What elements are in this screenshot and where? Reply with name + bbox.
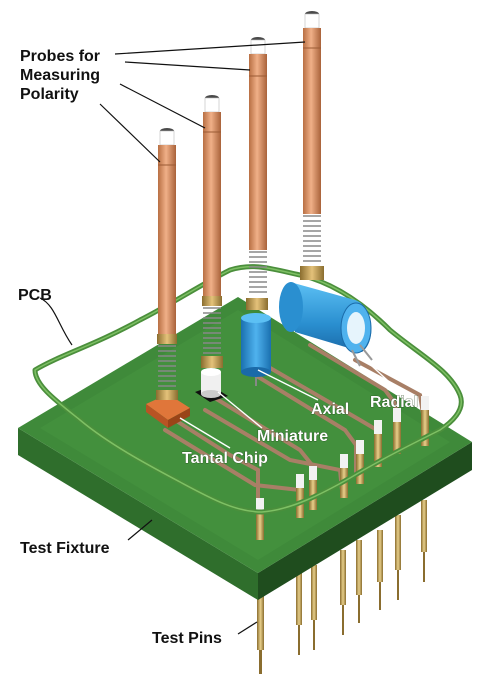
radial-cap-back: [279, 282, 303, 332]
axial-cap-bottom: [241, 367, 271, 377]
axial-label: Axial: [311, 401, 349, 418]
miniature-label: Miniature: [257, 428, 328, 445]
probe-collar: [157, 334, 177, 344]
tantal-chip-label: Tantal Chip: [182, 450, 268, 467]
pin-top-white: [340, 454, 348, 468]
test-fixture-label: Test Fixture: [20, 540, 110, 557]
axial-cap-body: [241, 318, 271, 372]
probes-label-line1: Probes for: [20, 48, 100, 65]
axial-cap-top: [241, 313, 271, 323]
miniature-body-top: [201, 368, 221, 376]
pin-top-white: [374, 420, 382, 434]
pin-top-white: [309, 466, 317, 480]
probe-body: [249, 54, 267, 250]
probes-leader: [120, 84, 205, 128]
test-pin: [311, 565, 317, 620]
probe-4: [300, 11, 324, 280]
probes-label-line3: Polarity: [20, 86, 79, 103]
probe-tip: [160, 131, 174, 145]
pcb-leader: [40, 298, 72, 345]
pin-top-white: [421, 396, 429, 410]
test-pin-tip: [358, 595, 360, 623]
probe-tip: [205, 98, 219, 112]
test-pin: [296, 570, 302, 625]
probe-spring: [303, 216, 321, 261]
probe-body: [303, 28, 321, 214]
test-pin-tip: [259, 650, 262, 674]
probe-body: [158, 145, 176, 340]
probe-tip: [251, 40, 265, 54]
miniature-body-bottom: [201, 390, 221, 398]
test-pins-leader: [238, 622, 257, 634]
probe-base: [156, 390, 178, 400]
probes-leader: [100, 104, 160, 162]
test-pin: [395, 515, 401, 570]
pin-top-white: [296, 474, 304, 488]
test-pin-tip: [397, 570, 399, 600]
test-pin: [377, 530, 383, 582]
probe-body: [203, 112, 221, 302]
test-pin-tip: [379, 582, 381, 610]
probe-spring: [249, 252, 267, 292]
probes-leader: [125, 62, 250, 70]
test-pin-tip: [423, 552, 425, 582]
test-pin-tip: [342, 605, 344, 635]
test-pin: [340, 550, 346, 605]
probe-collar: [202, 296, 222, 306]
probes-label-line2: Measuring: [20, 67, 100, 84]
test-pin: [356, 540, 362, 595]
pin-top-white: [356, 440, 364, 454]
test-pins-label: Test Pins: [152, 630, 222, 647]
test-pin: [421, 500, 427, 552]
radial-cap-face-center: [347, 312, 365, 344]
probe-tip: [305, 14, 319, 28]
probes-leader: [115, 42, 305, 54]
probe-base: [201, 356, 223, 368]
radial-label: Radial: [370, 394, 418, 411]
probe-collar: [246, 298, 268, 310]
axial-capacitor: [241, 313, 271, 386]
probe-collar: [300, 266, 324, 280]
test-pin-tip: [313, 620, 315, 650]
test-pin-tip: [298, 625, 300, 655]
pcb-label: PCB: [18, 287, 52, 304]
